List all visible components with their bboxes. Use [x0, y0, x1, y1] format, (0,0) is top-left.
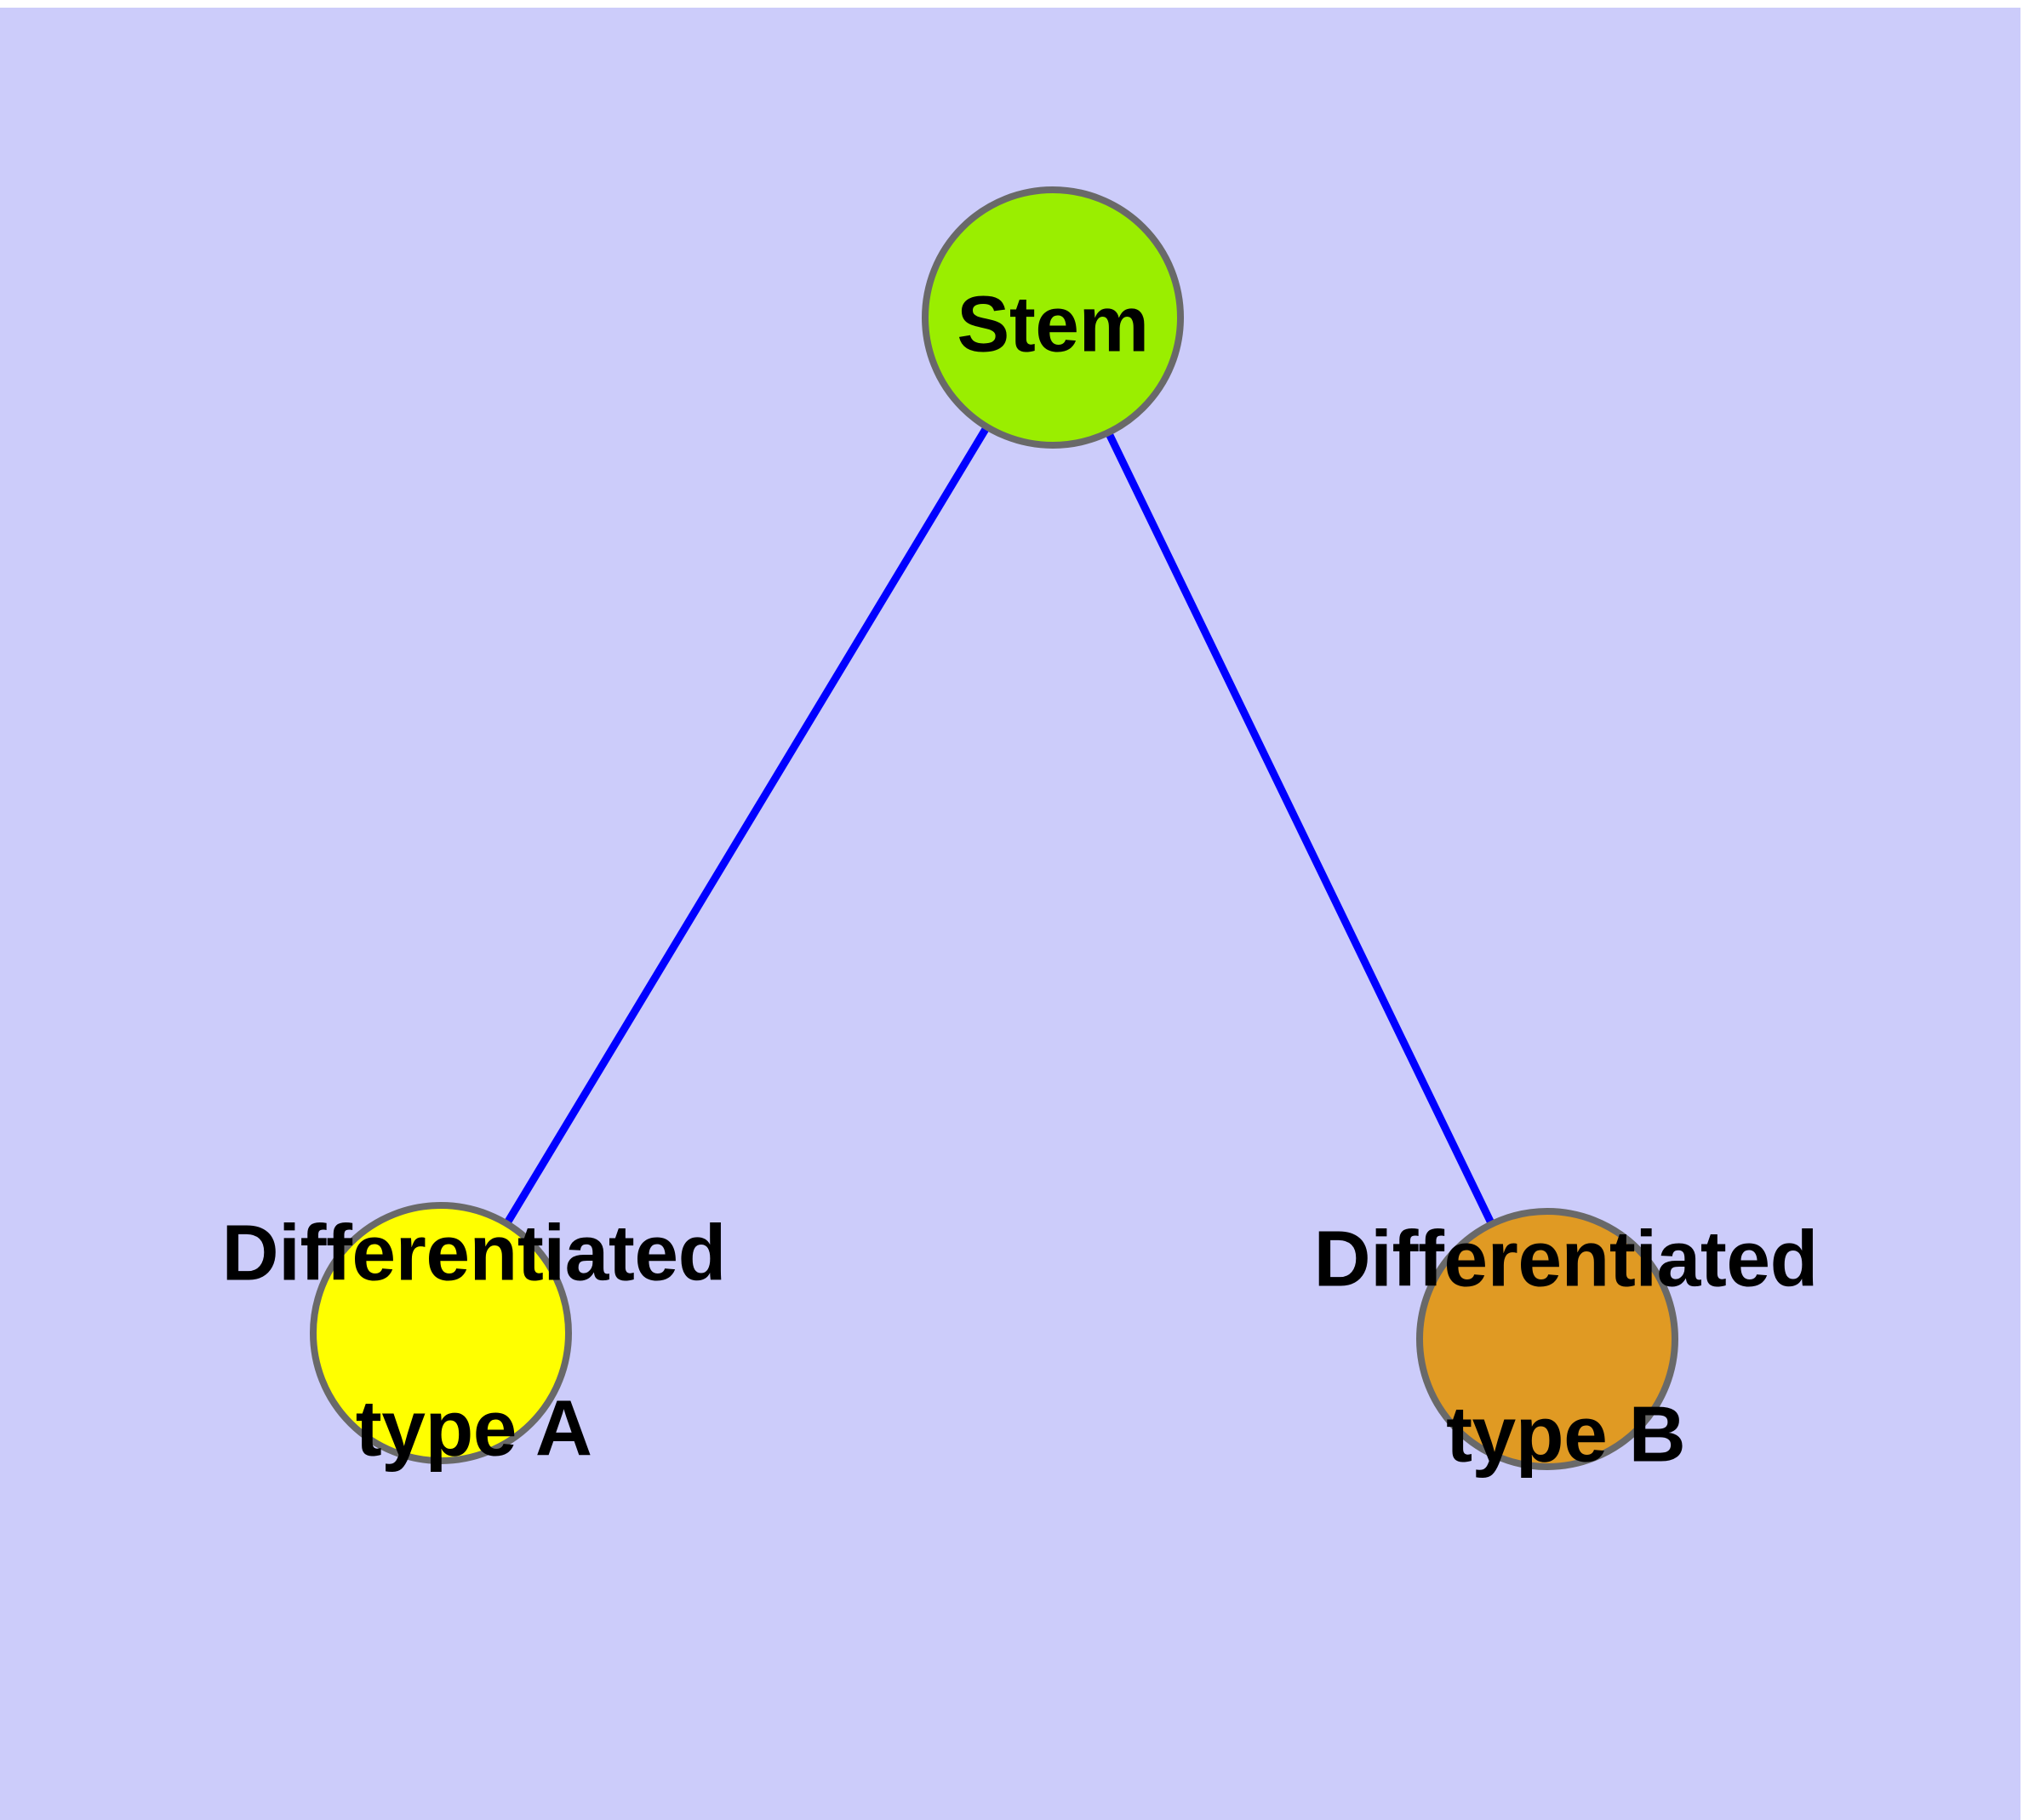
edge-stem-to-differentiated-type-a: [494, 409, 1000, 1242]
node-label-differentiated-type-a: Differentiated type A: [135, 1122, 726, 1560]
node-label-line-2: type A: [355, 1383, 592, 1473]
node-circle-differentiated-type-a[interactable]: [310, 1202, 572, 1464]
node-label-line-1: Differentiated: [1313, 1214, 1818, 1303]
node-label-stem: Stem: [957, 279, 1149, 369]
edge-stem-to-differentiated-type-b: [1096, 414, 1504, 1243]
node-label-line-1: Differentiated: [221, 1208, 726, 1297]
node-label-differentiated-type-b: Differentiated type B: [1227, 1128, 1818, 1566]
node-layer: [310, 186, 1678, 1470]
node-circle-stem[interactable]: [922, 186, 1184, 449]
node-circle-differentiated-type-b[interactable]: [1416, 1208, 1678, 1470]
node-label-line-2: type B: [1446, 1389, 1686, 1479]
edge-layer: [494, 409, 1504, 1243]
